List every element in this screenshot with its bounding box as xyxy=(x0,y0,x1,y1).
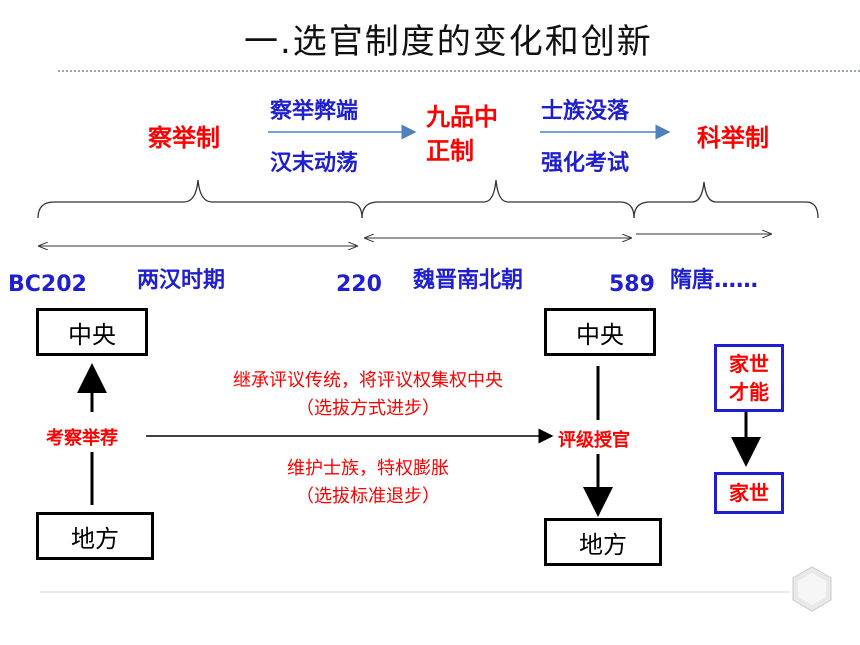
middle-central-box: 中央 xyxy=(544,308,656,356)
transition-2-top: 士族没落 xyxy=(541,99,630,124)
right-bottom-box: 家世 xyxy=(714,472,784,514)
middle-local-label: 地方 xyxy=(579,530,627,559)
note-2-line2: （选拔标准退步） xyxy=(296,486,440,507)
left-local-box: 地方 xyxy=(36,512,154,560)
right-top-line1: 家世 xyxy=(729,352,769,376)
note-2-line1: 维护士族，特权膨胀 xyxy=(287,458,449,479)
timeline-mark-589: 589 xyxy=(609,272,655,297)
title-divider xyxy=(58,70,860,72)
middle-local-box: 地方 xyxy=(544,518,662,566)
transition-1-top: 察举弊端 xyxy=(270,99,359,124)
keju-system-label: 科举制 xyxy=(697,124,769,152)
chaju-system-label: 察举制 xyxy=(148,124,220,152)
brace-wei xyxy=(361,179,635,219)
jiupin-label-line1: 九品中 xyxy=(426,103,498,131)
hexagon-icon xyxy=(792,566,832,612)
timeline-mark-220: 220 xyxy=(336,272,382,297)
period-sui-tang: 隋唐…… xyxy=(670,268,759,293)
left-central-box: 中央 xyxy=(36,308,148,356)
middle-central-label: 中央 xyxy=(576,320,624,349)
brace-han xyxy=(37,179,363,219)
left-local-label: 地方 xyxy=(71,524,119,553)
period-wei-jin: 魏晋南北朝 xyxy=(413,268,524,293)
transition-1-bottom: 汉末动荡 xyxy=(270,151,359,176)
right-top-line2: 才能 xyxy=(729,380,769,404)
jiupin-label-line2: 正制 xyxy=(426,137,474,165)
page-title: 一.选官制度的变化和创新 xyxy=(244,22,653,62)
period-han: 两汉时期 xyxy=(137,268,226,293)
timeline-start: BC202 xyxy=(8,272,87,297)
brace-sui xyxy=(633,181,819,219)
transition-2-bottom: 强化考试 xyxy=(541,151,630,176)
left-central-label: 中央 xyxy=(68,320,116,349)
middle-node-label: 评级授官 xyxy=(558,430,630,451)
note-1-line2: （选拔方式进步） xyxy=(296,398,440,419)
right-bottom-label: 家世 xyxy=(729,481,769,505)
note-1-line1: 继承评议传统，将评议权集权中央 xyxy=(233,370,503,391)
right-top-box: 家世 才能 xyxy=(714,344,784,412)
left-node-label: 考察举荐 xyxy=(46,428,118,449)
